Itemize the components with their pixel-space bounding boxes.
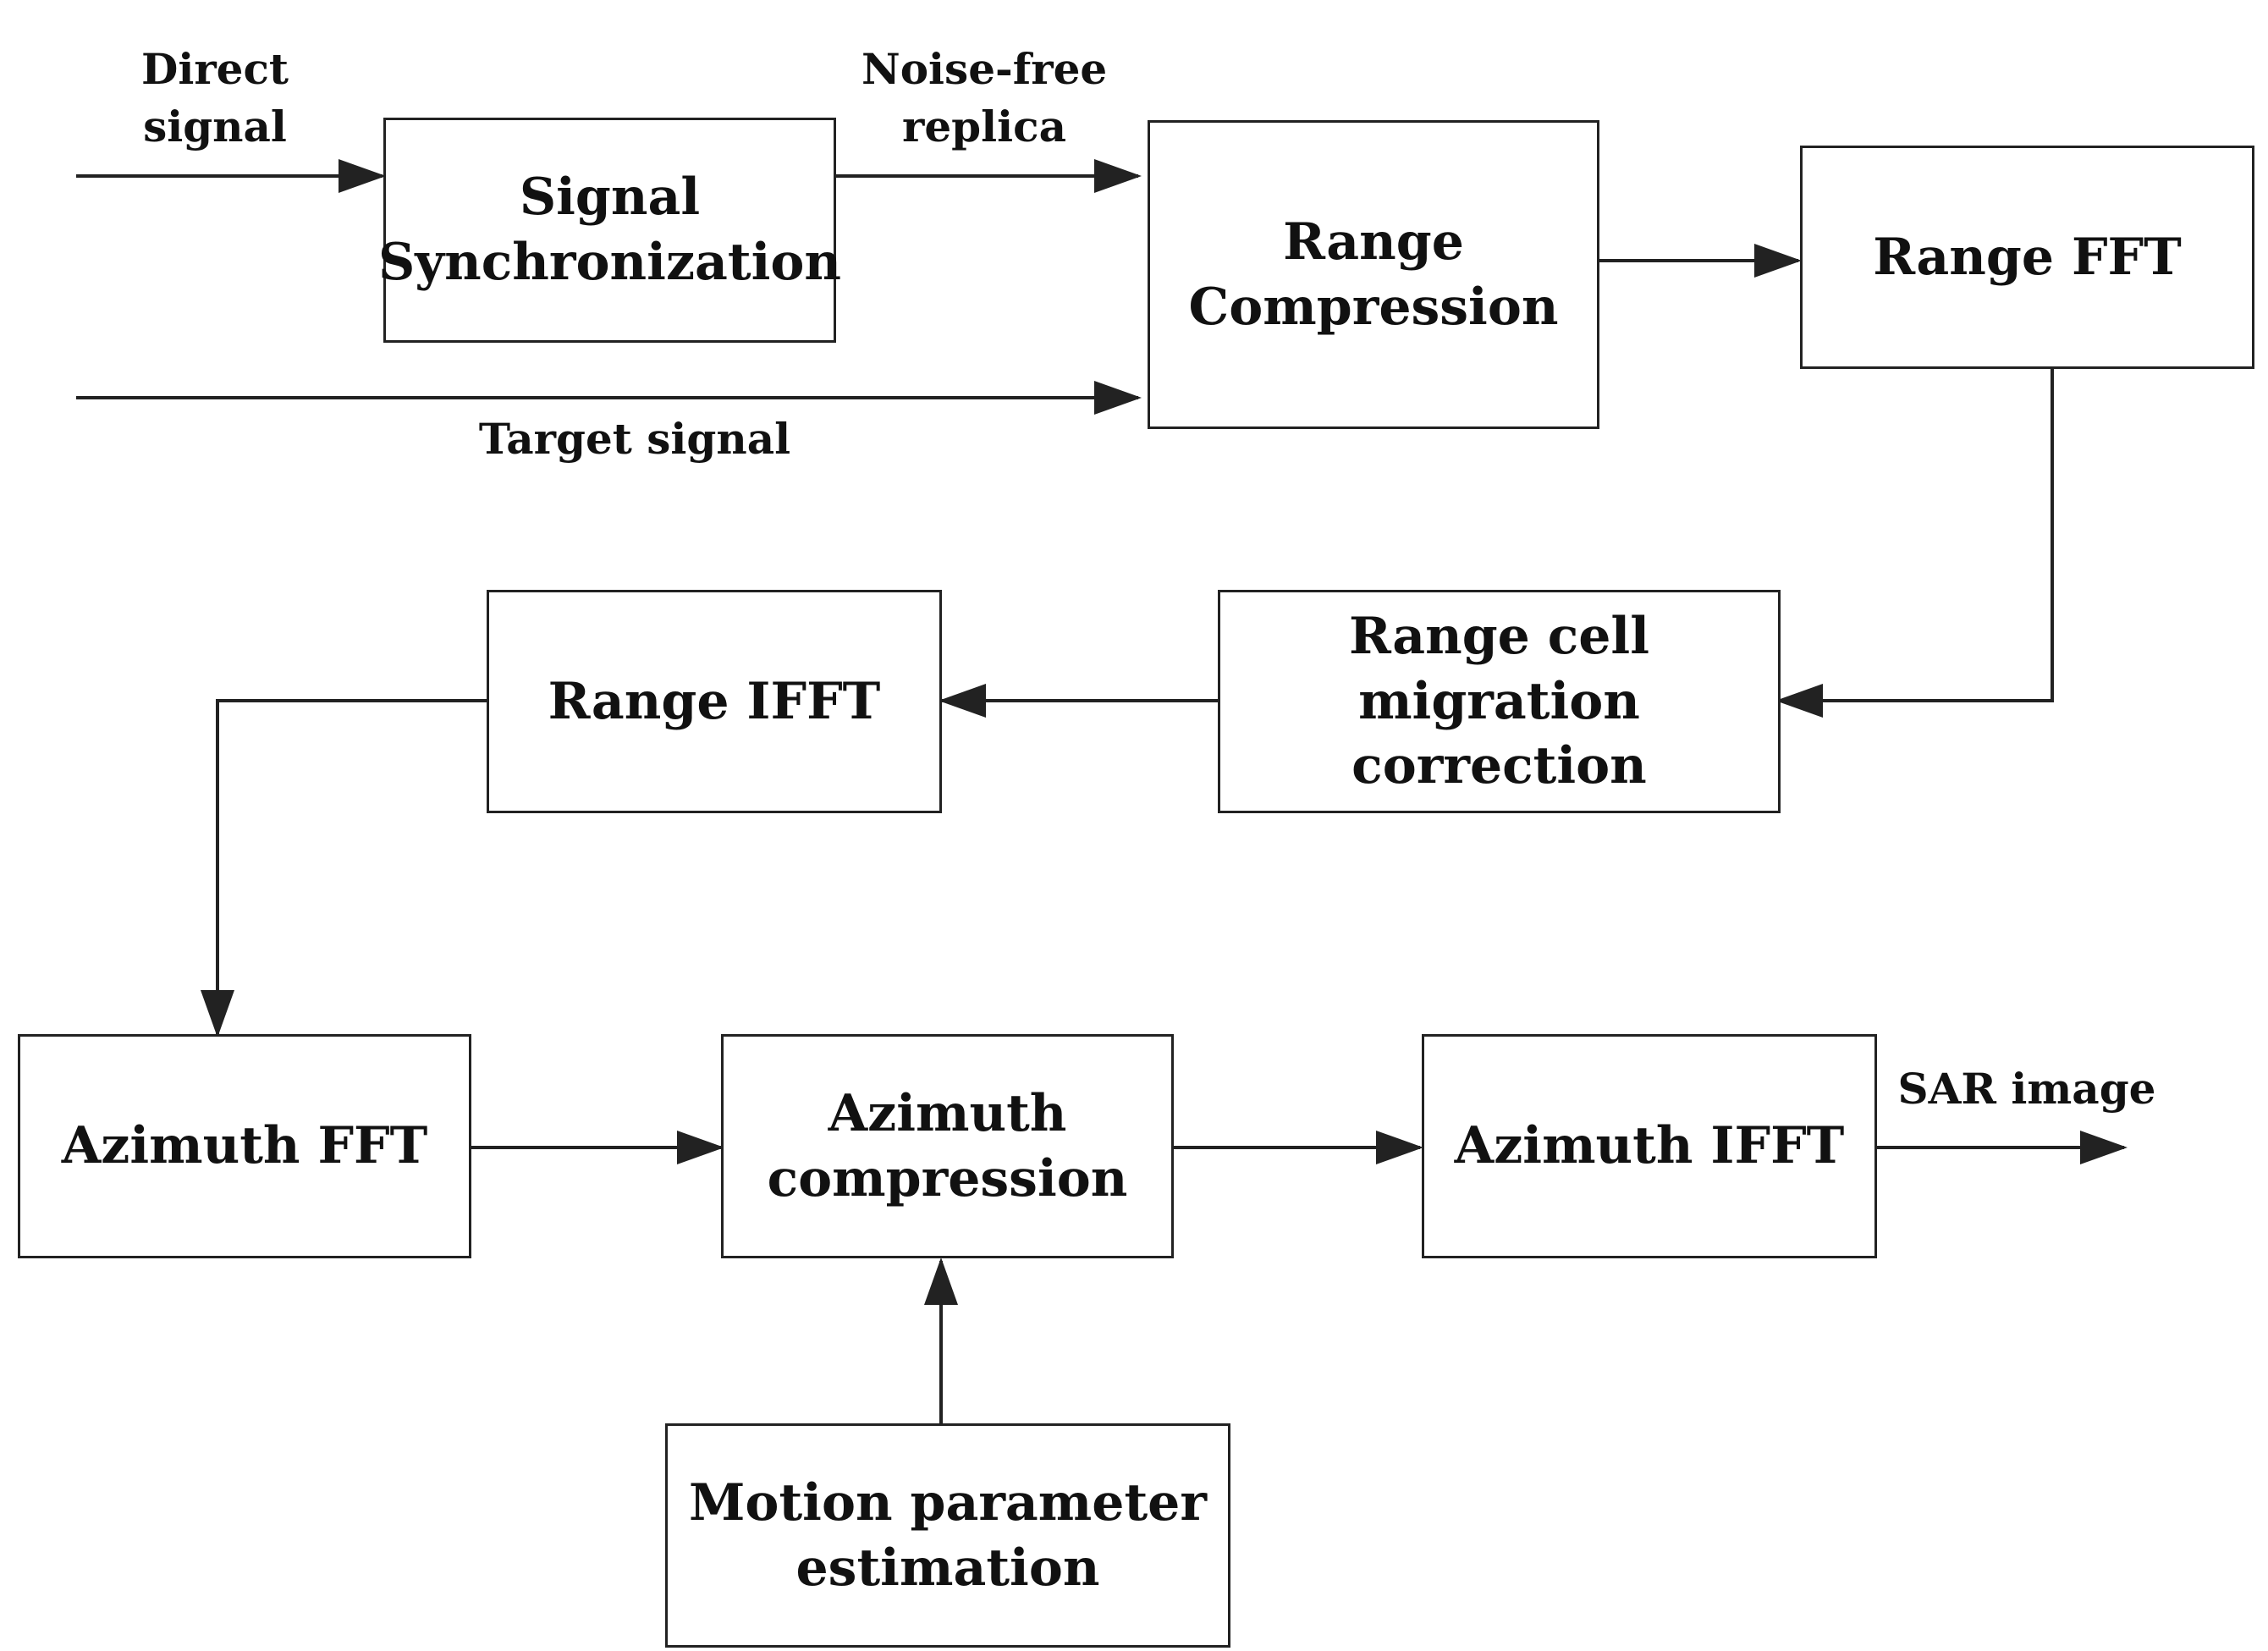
sar-image-label: SAR image [1883, 1060, 2171, 1118]
signal-synchronization-label-line1: Signal [519, 168, 701, 228]
range-ifft-block: Range IFFT [487, 590, 942, 813]
target-signal-label-text: Target signal [478, 414, 791, 464]
direct-signal-label-line2: signal [143, 101, 287, 151]
sar-image-label-text: SAR image [1897, 1064, 2156, 1114]
azimuth-compression-label-line1: Azimuth [828, 1083, 1067, 1143]
range-ifft-label: Range IFFT [548, 671, 881, 731]
signal-synchronization-label-line2: Synchronization [377, 233, 842, 292]
range-fft-block: Range FFT [1800, 146, 2254, 369]
range-fft-label: Range FFT [1873, 227, 2182, 287]
direct-signal-label-line1: Direct [140, 44, 289, 94]
azimuth-compression-label-line2: compression [767, 1148, 1128, 1208]
azimuth-fft-block: Azimuth FFT [18, 1034, 471, 1258]
target-signal-label: Target signal [457, 410, 812, 468]
range-compression-label-line2: Compression [1188, 277, 1559, 337]
motion-estimation-label-line1: Motion parameter [689, 1472, 1207, 1533]
azimuth-ifft-block: Azimuth IFFT [1422, 1034, 1877, 1258]
azimuth-fft-label: Azimuth FFT [61, 1116, 428, 1176]
motion-estimation-label-line2: estimation [795, 1538, 1100, 1598]
rcmc-label-line2: correction [1351, 736, 1647, 796]
arrow-range-fft-to-rcmc [1775, 369, 2054, 718]
noise-free-replica-label-line1: Noise-free [862, 44, 1108, 94]
direct-signal-label: Direct signal [130, 41, 300, 155]
rcmc-label-line1: Range cell migration [1348, 606, 1650, 731]
azimuth-ifft-label: Azimuth IFFT [1454, 1116, 1845, 1176]
range-compression-label-line1: Range [1283, 212, 1464, 272]
arrow-range-ifft-to-azimuth-fft [201, 699, 487, 1037]
noise-free-replica-label: Noise-free replica [862, 41, 1107, 155]
noise-free-replica-label-line2: replica [902, 101, 1066, 151]
